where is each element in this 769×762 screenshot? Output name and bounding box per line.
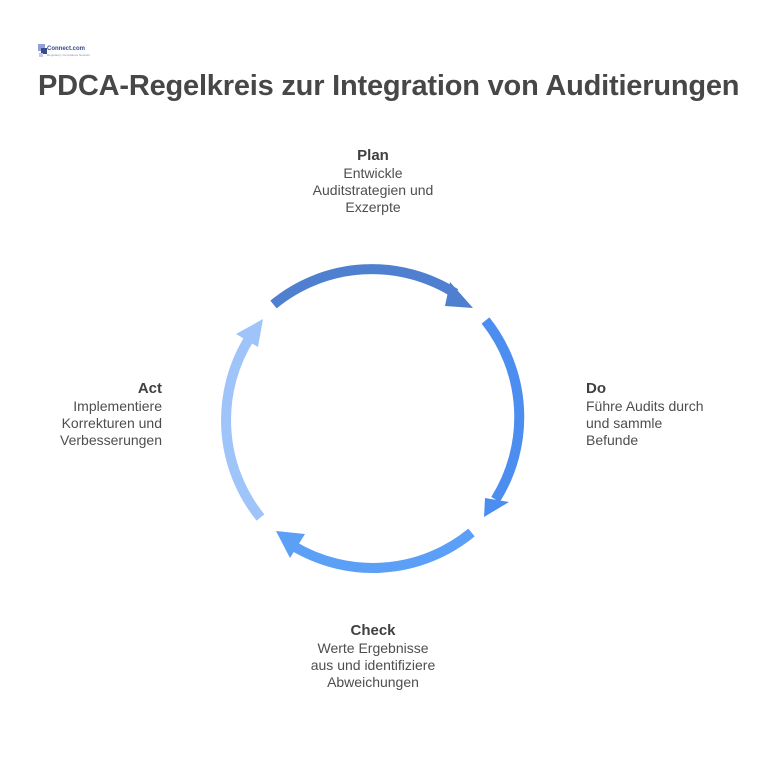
- step-do-description: Führe Audits durch und sammle Befunde: [586, 398, 704, 448]
- step-plan: Plan Entwickle Auditstrategien und Exzer…: [266, 147, 480, 216]
- page-title: PDCA-Regelkreis zur Integration von Audi…: [38, 70, 740, 102]
- logo-subtitle: Regulatory Compliance Network: [47, 53, 91, 57]
- do-arrowhead: [484, 498, 509, 517]
- step-plan-title: Plan: [357, 147, 389, 164]
- plan-arrowhead: [445, 282, 473, 308]
- step-plan-description: Entwickle Auditstrategien und Exzerpte: [312, 165, 434, 215]
- step-act: Act Implementiere Korrekturen und Verbes…: [20, 380, 162, 449]
- plan-arrow: [270, 264, 459, 309]
- logo-text: Connect.com: [47, 46, 86, 52]
- step-check: Check Werte Ergebnisse aus und identifiz…: [266, 622, 480, 691]
- act-arrow: [221, 333, 265, 521]
- step-do: Do Führe Audits durch und sammle Befunde: [586, 380, 746, 449]
- step-act-title: Act: [137, 380, 162, 397]
- step-act-description: Implementiere Korrekturen und Verbesseru…: [60, 398, 162, 448]
- step-do-title: Do: [586, 380, 606, 397]
- check-arrowhead: [276, 531, 305, 558]
- step-check-title: Check: [350, 622, 396, 639]
- logo-icon: [38, 44, 47, 57]
- do-arrow: [481, 317, 525, 503]
- act-arrowhead: [236, 319, 263, 347]
- check-arrow: [289, 528, 475, 573]
- step-check-description: Werte Ergebnisse aus und identifiziere A…: [310, 640, 436, 690]
